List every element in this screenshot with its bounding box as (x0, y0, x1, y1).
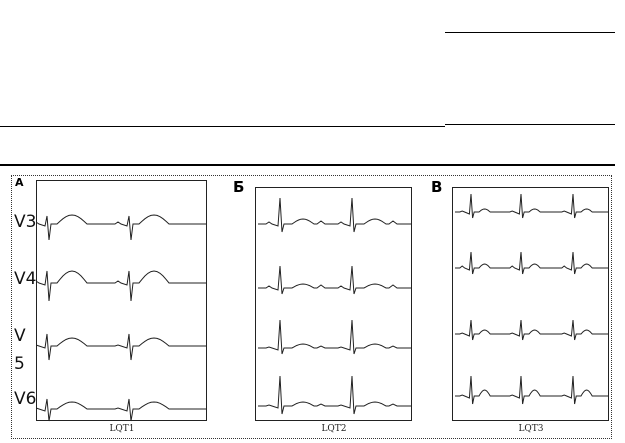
panel-b-traces (258, 197, 411, 415)
panel-b-letter: Б (233, 178, 245, 196)
rule-full (0, 164, 615, 166)
panel-c-trace-1 (455, 193, 608, 219)
rule-right (445, 124, 615, 125)
panel-b-ecg (255, 187, 412, 421)
panel-a-trace-2 (37, 270, 206, 302)
panel-b-trace-2 (258, 265, 411, 295)
panel-b-caption: LQT2 (321, 424, 347, 434)
panel-b-trace-1 (258, 197, 411, 233)
panel-a-trace-4 (37, 398, 206, 422)
lead-label-v3: V3 (14, 212, 37, 232)
panel-c-trace-3 (455, 319, 608, 341)
panel-c-trace-2 (455, 251, 608, 275)
rule-left (0, 126, 445, 127)
lead-label-v6: V6 (14, 389, 37, 409)
lead-label-v4: V4 (14, 269, 37, 289)
panel-a-trace-1 (37, 214, 206, 241)
panel-c-ecg (452, 187, 609, 421)
panel-c-traces (455, 193, 608, 405)
panel-a-traces (37, 214, 206, 422)
panel-a-ecg (36, 180, 207, 422)
panel-b-trace-4 (258, 375, 411, 415)
top-rule-short (445, 32, 615, 33)
panel-b-trace-3 (258, 319, 411, 355)
panel-a-trace-3 (37, 333, 206, 361)
panel-a-caption: LQT1 (109, 424, 135, 434)
panel-c-caption: LQT3 (518, 424, 544, 434)
panel-c-trace-4 (455, 375, 608, 405)
lead-label-v5-5: 5 (14, 354, 25, 374)
lead-label-v5-v: V (14, 326, 26, 346)
panel-c-letter: В (431, 178, 443, 196)
panel-a-letter: А (15, 176, 24, 189)
ecg-figure-frame (11, 175, 612, 439)
